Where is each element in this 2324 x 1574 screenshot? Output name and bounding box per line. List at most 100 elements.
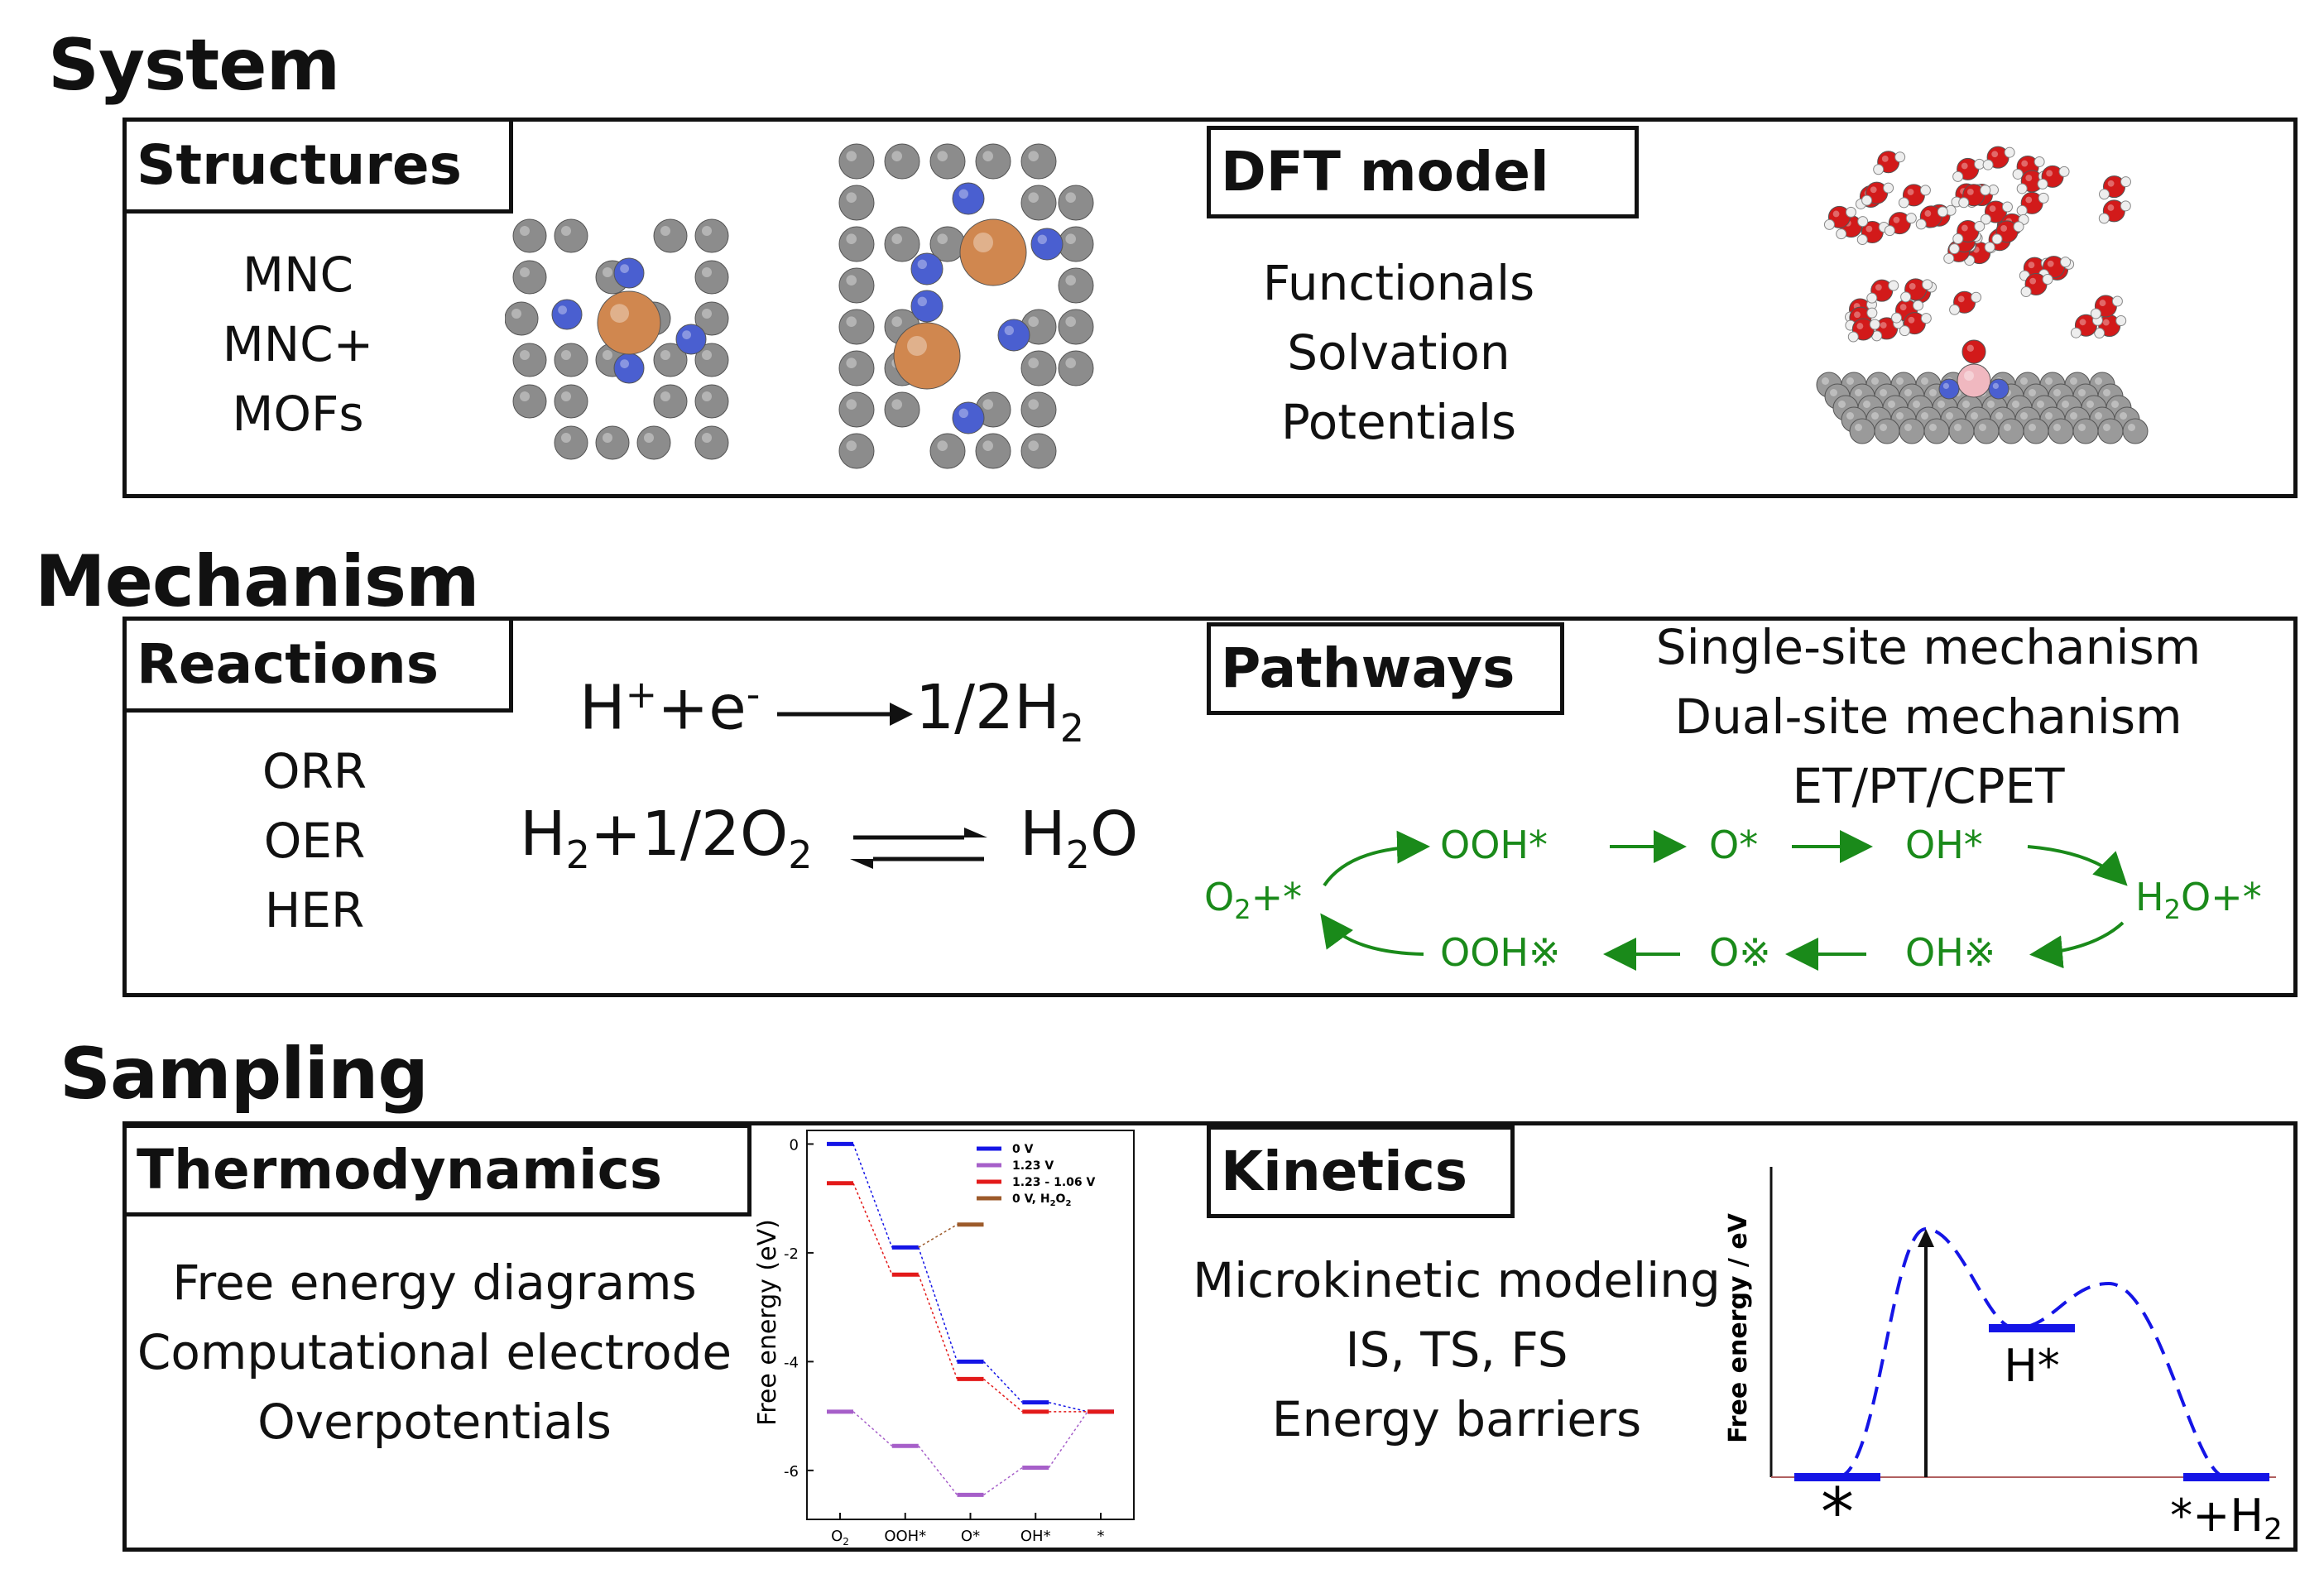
dual-site-structure-image: [838, 143, 1094, 469]
carbon-atom-highlight: [702, 309, 712, 319]
slab-atom-highlight: [1987, 401, 1995, 408]
state-label-final: *+H2: [2170, 1490, 2283, 1547]
water-hydrogen: [2098, 213, 2110, 224]
fed-plot-frame: [806, 1130, 1135, 1520]
slab-atom-highlight: [2078, 389, 2086, 396]
water-hydrogen: [1920, 313, 1932, 324]
water-oxygen-highlight: [1961, 162, 1968, 170]
slab-atom-highlight: [2070, 377, 2077, 385]
water-hydrogen: [1899, 325, 1910, 337]
dual-site-atoms: [838, 143, 1094, 469]
carbon-atom-highlight: [891, 316, 902, 327]
slab-atom-highlight: [1946, 412, 1953, 420]
carbon-atom: [1058, 267, 1094, 304]
slab-atom-highlight: [1913, 401, 1920, 408]
water-hydrogen: [1919, 185, 1931, 196]
carbon-atom-highlight: [702, 267, 712, 277]
carbon-atom-highlight: [561, 350, 571, 360]
water-hydrogen: [1958, 197, 1970, 209]
water-hydrogen: [1898, 197, 1909, 209]
cycle-curve-arrow: [2029, 921, 2125, 969]
fed-connector: [1048, 1411, 1088, 1468]
eq2-h: H: [520, 799, 566, 870]
metal-atom: [893, 322, 961, 390]
slab-atom: [1998, 418, 2024, 444]
water-hydrogen: [1984, 242, 1995, 253]
nitrogen-atom: [1030, 228, 1064, 261]
metal-site-atom: [1957, 363, 1991, 398]
water-oxygen-highlight: [2047, 260, 2054, 267]
eq1-minus: -: [746, 672, 761, 717]
water-hydrogen: [1836, 228, 1847, 240]
metal-atom: [959, 218, 1027, 286]
thermodynamics-list: Free energy diagrams Computational elect…: [124, 1248, 745, 1456]
slab-atom: [1973, 418, 2000, 444]
water-hydrogen: [1980, 214, 1991, 225]
eq1-half-h: 1/2H: [915, 672, 1060, 743]
carbon-atom-highlight: [1065, 192, 1076, 203]
water-hydrogen: [1861, 194, 1873, 206]
carbon-atom-highlight: [520, 350, 530, 360]
slab-atom-highlight: [2053, 389, 2061, 396]
water-hydrogen: [1883, 182, 1894, 194]
eq2-water-o: O: [1089, 799, 1139, 870]
slab-atom-highlight: [2111, 401, 2119, 408]
cycle-curve-arrow: [1323, 830, 1430, 887]
slab-atom-highlight: [2103, 389, 2110, 396]
water-hydrogen: [2090, 308, 2101, 319]
carbon-atom-highlight: [1028, 399, 1039, 410]
reaction-item: OER: [263, 813, 366, 869]
water-hydrogen: [1869, 319, 1880, 330]
water-hydrogen: [1922, 279, 1933, 290]
carbon-atom-highlight: [702, 350, 712, 360]
slab-atom: [2072, 418, 2099, 444]
carbon-atom: [554, 218, 588, 253]
water-oxygen-highlight: [2025, 196, 2033, 204]
adsorbate-oxygen: [1961, 339, 1986, 364]
slab-atom-highlight: [1880, 424, 1887, 431]
water-hydrogen: [2115, 315, 2127, 327]
cycle-bottom-oh: OH※: [1905, 930, 1995, 975]
nitrogen-atom: [910, 290, 944, 323]
cycle-curve-arrow: [2027, 845, 2128, 886]
water-hydrogen: [2042, 274, 2053, 286]
nitrogen-atom-highlight: [958, 408, 968, 418]
water-hydrogen: [1866, 307, 1878, 319]
water-hydrogen: [1873, 164, 1885, 175]
system-panel: [122, 118, 2298, 498]
water-oxygen-highlight: [1966, 188, 1974, 195]
slab-atom-highlight: [1888, 401, 1895, 408]
structure-item: MNC: [242, 247, 353, 303]
carbon-atom: [975, 433, 1011, 469]
slab-atom-highlight: [1904, 424, 1912, 431]
nitrogen-atom-highlight: [1004, 325, 1014, 335]
water-hydrogen: [2094, 328, 2106, 339]
thermo-item: Overpotentials: [257, 1394, 612, 1450]
water-oxygen-highlight: [2046, 170, 2053, 177]
nitrogen-atom: [551, 299, 583, 330]
carbon-atom-highlight: [561, 226, 571, 236]
slab-atoms: [1816, 146, 2149, 444]
slab-atom-highlight: [1896, 377, 1904, 385]
orr-equation-rhs: H2O: [1020, 799, 1138, 877]
carbon-atom-highlight: [982, 399, 993, 410]
nitrogen-atom: [952, 401, 985, 434]
slab-atom-highlight: [1863, 401, 1870, 408]
section-title-sampling: Sampling: [60, 1033, 429, 1116]
fed-connector: [983, 1378, 1023, 1413]
carbon-atom-highlight: [660, 226, 670, 236]
water-oxygen-highlight: [2079, 319, 2086, 326]
eq2-h-sub: 2: [565, 832, 590, 877]
reaction-item: HER: [264, 882, 365, 938]
carbon-atom-highlight: [846, 192, 857, 203]
water-hydrogen: [1884, 225, 1895, 237]
water-hydrogen: [1952, 170, 1964, 182]
carbon-atom-highlight: [1065, 275, 1076, 286]
dft-model-tab: DFT model: [1207, 126, 1639, 218]
fed-connector: [1049, 1401, 1088, 1413]
slab-atom-highlight: [1929, 424, 1937, 431]
dft-item: Solvation: [1287, 324, 1510, 381]
structures-tab: Structures: [122, 118, 513, 214]
slab-atom-highlight: [1871, 412, 1879, 420]
slab-atom-highlight: [1979, 424, 1986, 431]
